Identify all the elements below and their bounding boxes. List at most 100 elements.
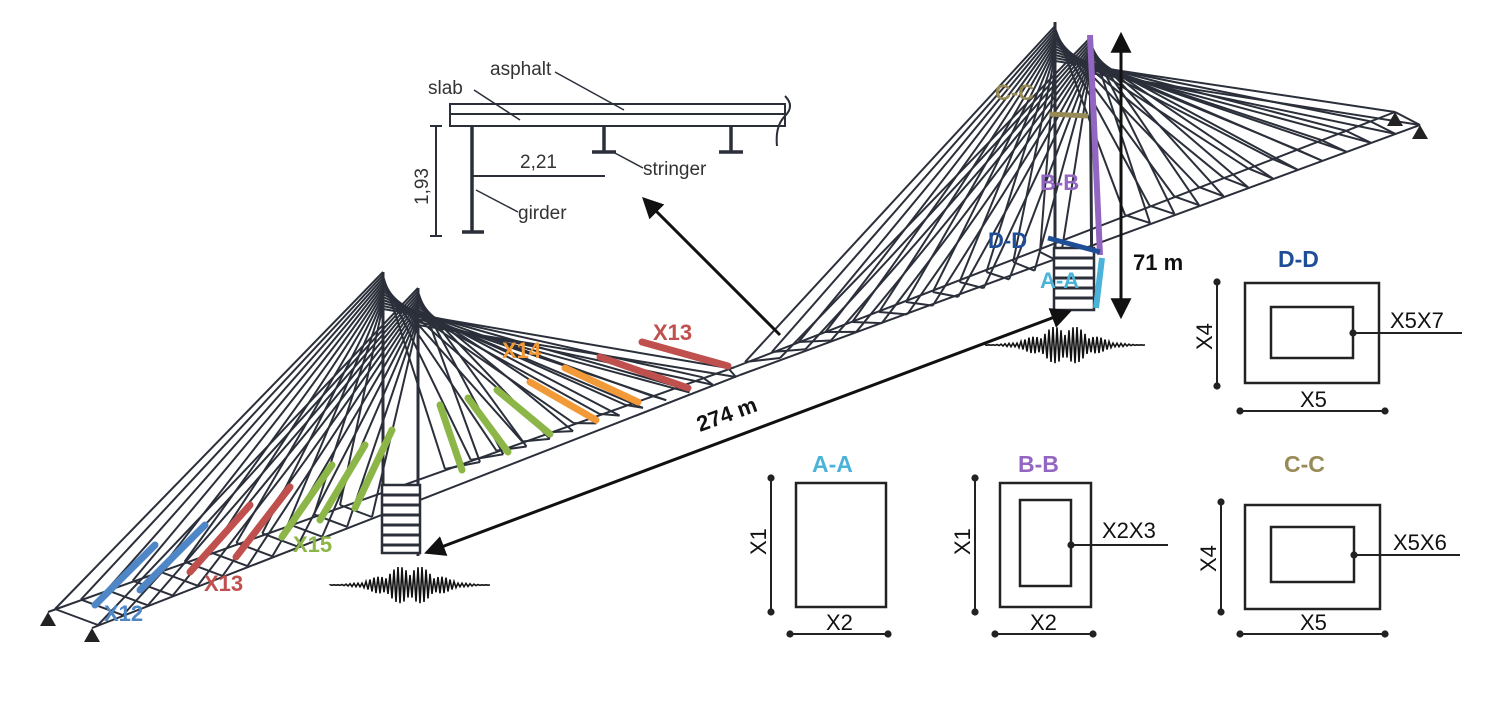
- label-x12: X12: [104, 601, 143, 626]
- stay-cable: [906, 52, 1091, 315]
- section-dd-title: D-D: [1278, 246, 1319, 272]
- label-x14: X14: [502, 338, 542, 363]
- stay-cable: [1149, 204, 1175, 216]
- highlighted-cable: [136, 521, 209, 594]
- highlighted-cable: [232, 483, 294, 561]
- section-cc-title: C-C: [1284, 451, 1325, 477]
- label-x13-left: X13: [204, 571, 243, 596]
- stay-cable: [80, 598, 124, 617]
- stay-cable: [184, 560, 223, 577]
- stay-cable: [771, 28, 1056, 353]
- end-supports: [40, 112, 1428, 642]
- stay-cable: [106, 589, 149, 607]
- section-aa-marker: [1093, 257, 1105, 309]
- stay-cable: [1124, 214, 1151, 224]
- label-bb: B-B: [1040, 170, 1079, 195]
- stay-cable: [931, 46, 1056, 293]
- left-pylon: [380, 272, 422, 556]
- stringer-label: stringer: [643, 159, 707, 180]
- highlighted-cable: [91, 541, 159, 609]
- stay-cable: [209, 289, 384, 553]
- stay-cable: [321, 314, 419, 538]
- stay-cable: [878, 40, 1056, 313]
- stay-cable: [744, 25, 1056, 363]
- stay-cable: [932, 291, 959, 298]
- stay-cable: [852, 321, 882, 325]
- stay-cable: [1271, 157, 1298, 171]
- stay-cable: [957, 58, 1091, 298]
- section-aa-title: A-A: [812, 451, 853, 477]
- slab-label: slab: [428, 78, 463, 99]
- deck-cross-section-detail: [430, 71, 791, 237]
- section-cc-width: X5: [1300, 610, 1327, 635]
- detail-pointer-arrow: [642, 197, 782, 337]
- stay-cable: [905, 43, 1056, 303]
- stay-cable: [985, 52, 1056, 273]
- stay-cable: [982, 61, 1091, 289]
- stay-cable: [106, 277, 384, 591]
- label-dd: D-D: [988, 228, 1027, 253]
- label-aa: A-A: [1040, 268, 1079, 293]
- highlighted-cable: [493, 386, 554, 438]
- stay-cable: [958, 49, 1056, 283]
- stay-cable: [959, 281, 984, 290]
- stay-cable: [905, 301, 933, 307]
- girder-spacing-label: 2,21: [520, 152, 557, 173]
- label-x15: X15: [293, 532, 332, 557]
- highlighted-cable: [351, 426, 396, 512]
- stay-cable: [1247, 167, 1274, 180]
- highlighted-cable: [186, 501, 254, 576]
- section-dd: D-D X4 X5 X5X7: [1192, 246, 1462, 415]
- bridge-structure: 274 m 71 m X12 X13 X15 X14 X13 C-C B-B D…: [40, 22, 1428, 642]
- section-cc-thickness: X5X6: [1393, 530, 1447, 555]
- section-bb-thickness: X2X3: [1102, 518, 1156, 543]
- highlighted-cable: [436, 401, 466, 474]
- stay-cable: [147, 293, 419, 607]
- section-dd-marker: [1047, 235, 1101, 255]
- label-x13-right: X13: [653, 320, 692, 345]
- highlighted-cable: [638, 338, 732, 370]
- stay-cable: [879, 311, 908, 316]
- stay-cable: [771, 348, 806, 353]
- stay-cable: [1173, 195, 1200, 207]
- highlighted-cable: [278, 461, 336, 541]
- section-bb-marker: [1087, 34, 1103, 256]
- stay-cable: [1033, 67, 1091, 271]
- stay-cable: [54, 608, 99, 626]
- section-dd-height: X4: [1192, 323, 1217, 350]
- section-bb-title: B-B: [1018, 451, 1059, 477]
- stay-cable: [1089, 72, 1421, 126]
- section-aa-width: X2: [826, 610, 853, 635]
- stay-cable: [246, 305, 419, 567]
- stay-cable: [1370, 120, 1396, 135]
- stay-cable: [371, 320, 419, 518]
- stay-cable: [1012, 261, 1035, 272]
- stay-cable: [210, 551, 248, 568]
- stay-cable: [287, 298, 384, 525]
- highlighted-cable: [316, 441, 369, 524]
- stay-cable: [1320, 139, 1347, 153]
- height-label: 71 m: [1133, 250, 1183, 275]
- stay-cable: [855, 46, 1091, 333]
- stay-cable: [131, 280, 384, 582]
- section-dd-width: X5: [1300, 387, 1327, 412]
- stay-cable: [1039, 58, 1056, 253]
- girder-label: girder: [518, 203, 567, 224]
- stay-cable: [1198, 185, 1224, 198]
- section-cc: C-C X4 X5 X5X6: [1196, 451, 1460, 638]
- section-cc-height: X4: [1196, 545, 1221, 572]
- section-bb-height: X1: [950, 528, 975, 555]
- stay-cable: [261, 532, 298, 548]
- section-bb-width: X2: [1030, 610, 1057, 635]
- stay-cable: [183, 286, 384, 563]
- seismic-signal-left: [329, 567, 491, 604]
- stay-cable: [522, 437, 550, 443]
- stay-cable: [235, 292, 384, 544]
- stay-cable: [797, 31, 1056, 343]
- stay-cable: [851, 37, 1056, 323]
- stay-cable: [1296, 148, 1323, 162]
- label-cc: C-C: [995, 80, 1034, 105]
- stay-cable: [986, 271, 1010, 281]
- stay-cable: [1012, 55, 1056, 263]
